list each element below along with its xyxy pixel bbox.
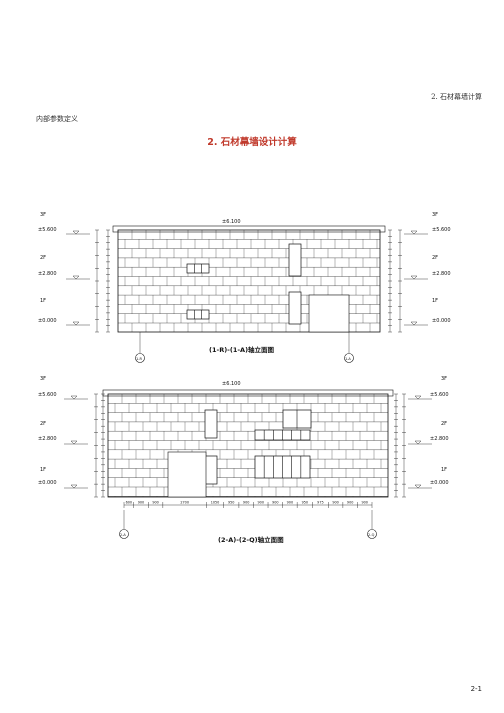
floor-label-left-1f: 1F (40, 467, 46, 473)
level-marker (410, 321, 418, 326)
drawing-caption: (2-A)-(2-Q)轴立面图 (218, 535, 284, 544)
dimension-value: 900 (258, 501, 264, 505)
floor-label-left-3f: 3F (40, 376, 46, 382)
roof-level-label: ±6.100 (222, 219, 241, 225)
level-label-right-middle: ±2.800 (432, 271, 451, 277)
parapet-cap (112, 225, 386, 233)
level-label-right-upper: ±5.600 (432, 227, 451, 233)
dimension-value: 600 (126, 501, 132, 505)
bottom-dimension-chain: 600 900 900 2700 1050 950 900 900 900 900 950 975 90… (123, 501, 373, 508)
grid-axis-bubble-right (344, 353, 354, 363)
level-marker (72, 230, 80, 235)
level-label-left-lower: ±0.000 (38, 480, 57, 486)
dimension-value: 900 (272, 501, 278, 505)
grid-axis-bubble-right (367, 529, 377, 539)
entrance-canopy (167, 451, 207, 498)
floor-label-right-3f: 3F (432, 212, 438, 218)
facade-outline (107, 393, 389, 498)
level-label-left-middle: ±2.800 (38, 271, 57, 277)
level-label-left-upper: ±5.600 (38, 227, 57, 233)
grid-axis-label-left: 1-R (136, 357, 142, 361)
window-opening (288, 291, 302, 325)
dimension-value: 950 (302, 501, 308, 505)
page-number: 2-1 (470, 685, 482, 693)
window-opening (204, 455, 218, 485)
level-marker (410, 275, 418, 280)
level-marker (70, 395, 78, 400)
level-label-left-middle: ±2.800 (38, 436, 57, 442)
drawing-caption: (1-R)-(1-A)轴立面图 (209, 345, 275, 354)
section-header: 2. 石材幕墙计算 (431, 93, 482, 101)
level-marker (70, 484, 78, 489)
floor-label-right-2f: 2F (441, 421, 447, 427)
floor-label-left-1f: 1F (40, 298, 46, 304)
level-marker (70, 440, 78, 445)
dimension-value: 900 (347, 501, 353, 505)
entrance-canopy (308, 294, 350, 333)
window-opening (288, 243, 302, 277)
floor-label-right-1f: 1F (441, 467, 447, 473)
elevation-drawing-2: ±6.100 3F 2F 1F ±5.600 ±2.800 ±0.000 3F … (38, 376, 449, 544)
floor-label-left-3f: 3F (40, 212, 46, 218)
facade-linework (66, 225, 428, 353)
floor-label-left-2f: 2F (40, 421, 46, 427)
level-label-right-middle: ±2.800 (430, 436, 449, 442)
dimension-value: 900 (138, 501, 144, 505)
floor-label-right-3f: 3F (441, 376, 447, 382)
dimension-value: 2700 (180, 501, 189, 505)
level-label-left-upper: ±5.600 (38, 392, 57, 398)
floor-label-left-2f: 2F (40, 255, 46, 261)
window-opening (204, 409, 218, 439)
level-label-right-upper: ±5.600 (430, 392, 449, 398)
level-marker (414, 440, 422, 445)
facade-linework (64, 389, 432, 529)
level-label-right-lower: ±0.000 (432, 318, 451, 324)
grid-axis-bubble-left (135, 353, 145, 363)
level-marker (414, 395, 422, 400)
floor-label-right-2f: 2F (432, 255, 438, 261)
grid-axis-bubble-left (119, 529, 129, 539)
dimension-value: 975 (317, 501, 323, 505)
dimension-value: 900 (361, 501, 367, 505)
grid-axis-label-right: 1-A (345, 357, 351, 361)
window-opening (186, 309, 210, 320)
page-title: 2. 石材幕墙设计计算 (207, 137, 297, 148)
level-marker (72, 321, 80, 326)
grid-axis-label-left: 2-A (120, 533, 126, 537)
parapet-cap (102, 389, 394, 397)
dimension-value: 900 (243, 501, 249, 505)
level-label-right-lower: ±0.000 (430, 480, 449, 486)
level-marker (72, 275, 80, 280)
floor-label-right-1f: 1F (432, 298, 438, 304)
roof-level-label: ±6.100 (222, 381, 241, 387)
dimension-value: 950 (228, 501, 234, 505)
facade-outline (117, 229, 381, 333)
level-marker (414, 484, 422, 489)
dimension-value: 900 (152, 501, 158, 505)
dimension-value: 1050 (211, 501, 220, 505)
level-label-left-lower: ±0.000 (38, 318, 57, 324)
level-marker (410, 230, 418, 235)
dimension-value: 900 (332, 501, 338, 505)
grid-axis-label-right: 2-Q (368, 533, 375, 537)
dimension-value: 900 (287, 501, 293, 505)
window-opening (186, 263, 210, 274)
elevation-drawing-1: ±6.100 3F 2F 1F ±5.600 ±2.800 ±0.000 3F … (38, 212, 451, 363)
subheading: 内部参数定义 (36, 115, 78, 123)
